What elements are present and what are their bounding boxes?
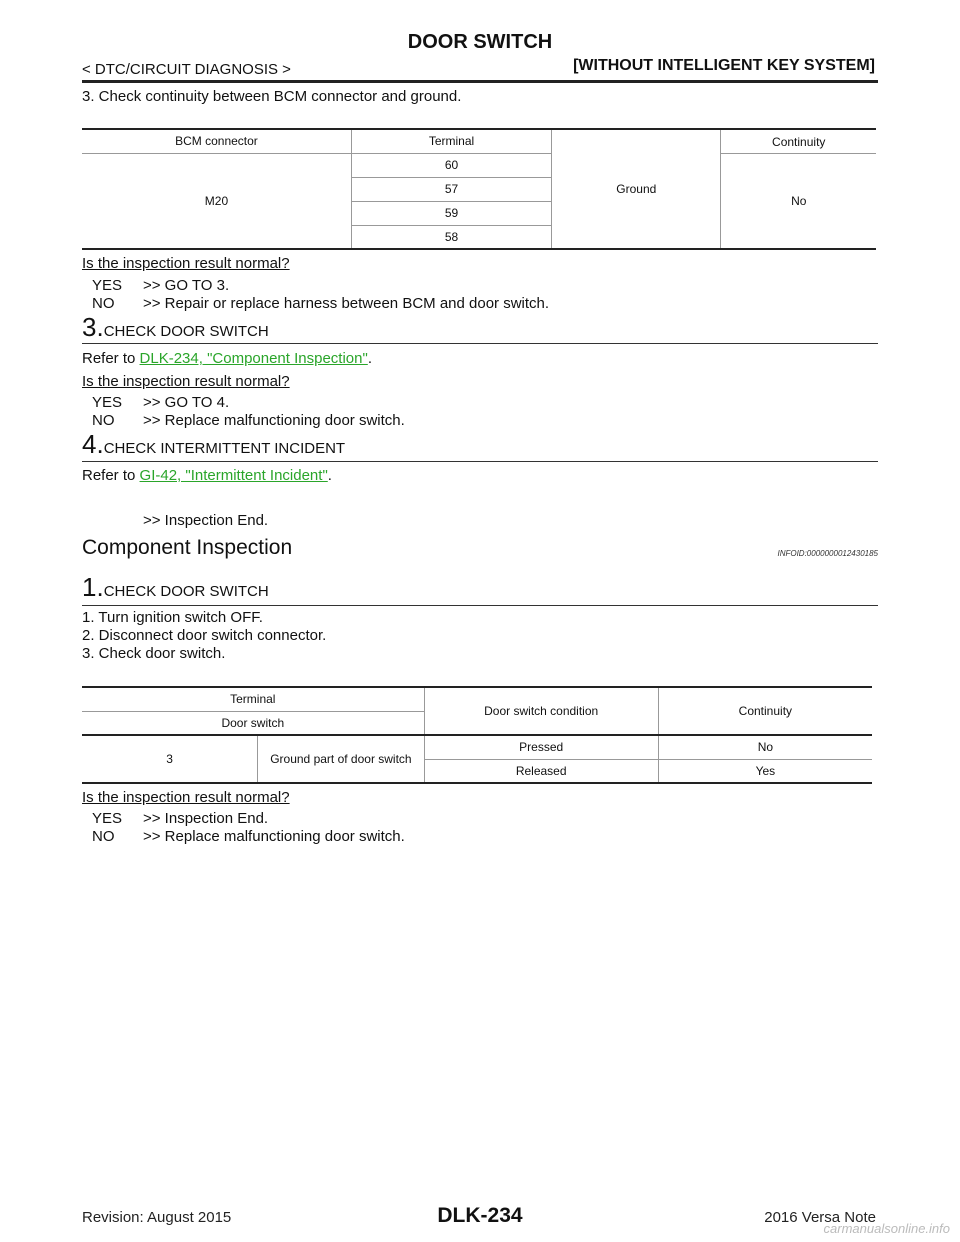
section-qualifier: [WITHOUT INTELLIGENT KEY SYSTEM]: [573, 57, 875, 74]
inspection-question: Is the inspection result normal?: [82, 373, 290, 390]
page-title: DOOR SWITCH: [407, 31, 553, 53]
info-id: INFOID:0000000012430185: [777, 549, 878, 558]
table-header: Terminal: [350, 129, 552, 153]
inspection-question: Is the inspection result normal?: [82, 789, 290, 806]
table-cell: 58: [350, 225, 552, 249]
table-cell: 57: [350, 177, 552, 201]
table-cell: No: [791, 193, 807, 208]
bcm-continuity-table: BCM connector Terminal Ground Continuity…: [82, 128, 876, 250]
no-answer: NO>> Replace malfunctioning door switch.: [92, 412, 405, 429]
table-cell: 59: [350, 201, 552, 225]
page-number: DLK-234: [437, 1204, 523, 1227]
no-answer: NO>> Replace malfunctioning door switch.: [92, 828, 405, 845]
yes-answer: YES>> GO TO 3.: [92, 277, 230, 294]
table-cell: 60: [350, 153, 552, 177]
breadcrumb: < DTC/CIRCUIT DIAGNOSIS >: [82, 61, 291, 78]
table-cell: M20: [204, 193, 229, 208]
reference-line: Refer to GI-42, "Intermittent Incident".: [82, 467, 332, 484]
list-item: 2. Disconnect door switch connector.: [82, 627, 327, 644]
table-cell: Pressed: [423, 735, 659, 759]
step-divider: [82, 461, 878, 462]
revision-date: Revision: August 2015: [82, 1209, 232, 1226]
model-name: 2016 Versa Note: [764, 1209, 876, 1226]
table-cell: Ground part of door switch: [257, 735, 425, 783]
table-header: Door switch condition: [423, 687, 659, 735]
step-heading: 1.CHECK DOOR SWITCH: [82, 572, 269, 602]
door-switch-table: Terminal Door switch condition Continuit…: [82, 686, 872, 784]
step-heading: 4.CHECK INTERMITTENT INCIDENT: [82, 429, 346, 459]
end-marker: >> Inspection End.: [143, 512, 269, 529]
step-heading: 3.CHECK DOOR SWITCH: [82, 312, 269, 342]
watermark: carmanualsonline.info: [823, 1221, 950, 1236]
table-header: Terminal: [230, 692, 276, 707]
table-cell: Ground: [551, 129, 722, 249]
yes-answer: YES>> Inspection End.: [92, 810, 269, 827]
table-cell: 3: [166, 752, 173, 766]
reference-line: Refer to DLK-234, "Component Inspection"…: [82, 350, 372, 367]
step-divider: [82, 605, 878, 606]
reference-link[interactable]: GI-42, "Intermittent Incident": [139, 467, 328, 484]
section-title: Component Inspection: [82, 536, 293, 559]
reference-link[interactable]: DLK-234, "Component Inspection": [139, 350, 368, 367]
step-divider: [82, 343, 878, 344]
table-cell: No: [757, 740, 774, 755]
list-item: 1. Turn ignition switch OFF.: [82, 609, 263, 626]
table-header: Continuity: [738, 704, 793, 718]
table-header: BCM connector: [175, 134, 258, 149]
inspection-question: Is the inspection result normal?: [82, 255, 290, 272]
table-cell: Released: [423, 759, 659, 783]
no-answer: NO>> Repair or replace harness between B…: [92, 295, 550, 312]
table-header: Door switch: [221, 715, 285, 730]
header-divider: [82, 80, 878, 83]
list-item: 3. Check door switch.: [82, 645, 226, 662]
yes-answer: YES>> GO TO 4.: [92, 394, 230, 411]
check-instruction: 3. Check continuity between BCM connecto…: [82, 88, 462, 105]
table-header: Continuity: [772, 135, 826, 149]
table-cell: Yes: [755, 763, 776, 778]
